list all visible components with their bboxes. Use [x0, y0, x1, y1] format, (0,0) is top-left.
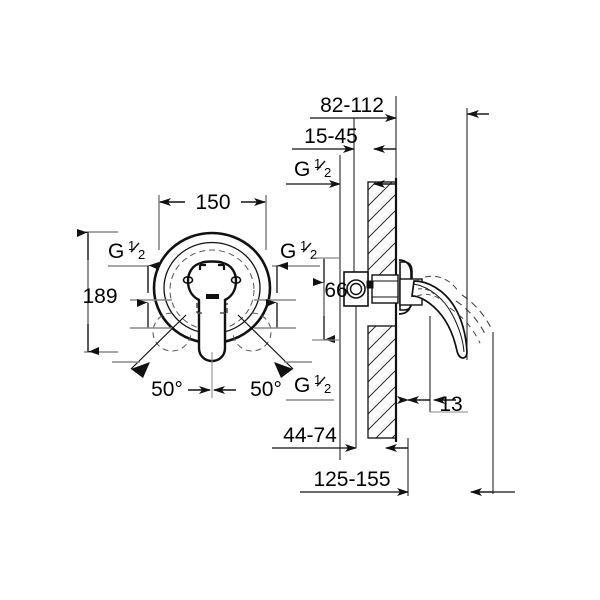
thread-g-front-right: G	[280, 240, 296, 263]
wall-hatch-bottom	[368, 326, 396, 438]
thread-den-side-top: 2	[324, 165, 331, 180]
lever-handle-front	[186, 260, 238, 363]
hidden-boss-right	[232, 312, 272, 352]
handle-swing-arc-inner	[416, 294, 448, 307]
angle-arrow-right	[274, 362, 293, 378]
thread-slash-front-right	[302, 242, 312, 253]
handle-swing-arc	[415, 275, 459, 292]
thread-slash-front-left	[130, 242, 140, 253]
front-view: 150 189 G 1 2 G 1 2	[77, 191, 334, 401]
cartridge-key-mark	[366, 280, 374, 289]
angle-leader-right	[237, 314, 294, 370]
thread-label-front-right: G 1 2	[272, 238, 320, 267]
thread-label-side-top: G 1 2	[294, 156, 331, 181]
dim-label-44-74: 44-74	[283, 424, 337, 447]
dim-label-angle-left: 50°	[151, 378, 183, 401]
thread-num-front-right: 1	[300, 238, 307, 253]
thread-num-side-top: 1	[314, 156, 321, 171]
cartridge-barrel	[371, 274, 399, 304]
thread-den-front-left: 2	[138, 247, 145, 262]
thread-slash-side-top	[316, 160, 326, 171]
thread-g-side-top: G	[294, 158, 310, 181]
thread-g-front-left: G	[108, 240, 124, 263]
dim-label-15-45: 15-45	[304, 125, 358, 148]
dim-label-125-155: 125-155	[313, 468, 390, 491]
handle-swing-arc-inner2	[417, 288, 435, 295]
handle-center-mark	[206, 294, 219, 299]
side-section-view: 82-112 15-45 G 1 2 66 13 44-	[272, 94, 515, 496]
dim-label-66: 66	[324, 279, 347, 302]
dim-label-150: 150	[195, 191, 230, 214]
hidden-handle-base	[196, 303, 228, 314]
thread-den-front-right: 2	[310, 247, 317, 262]
thread-slash-front-bottom	[316, 376, 326, 387]
dim-label-82-112: 82-112	[320, 94, 384, 117]
dim-label-angle-right: 50°	[250, 378, 282, 401]
thread-g-front-bottom: G	[294, 374, 310, 397]
dim-label-13: 13	[439, 393, 462, 416]
hidden-boss-left	[152, 312, 192, 352]
lever-handle-side-inner	[413, 283, 465, 353]
thread-label-front-bottom: G 1 2	[286, 372, 334, 401]
valve-port-inner	[349, 282, 363, 296]
dim-label-189: 189	[82, 285, 117, 308]
screw-mark-right	[230, 275, 242, 284]
angle-arrow-left	[131, 362, 150, 378]
angle-leader-left	[130, 314, 187, 370]
lever-handle-side	[411, 280, 468, 359]
thread-den-front-bottom: 2	[324, 381, 331, 396]
thread-num-front-bottom: 1	[314, 372, 321, 387]
handle-cap-side-dashes	[198, 265, 226, 270]
screw-mark-left	[182, 275, 194, 284]
thread-num-front-left: 1	[128, 238, 135, 253]
